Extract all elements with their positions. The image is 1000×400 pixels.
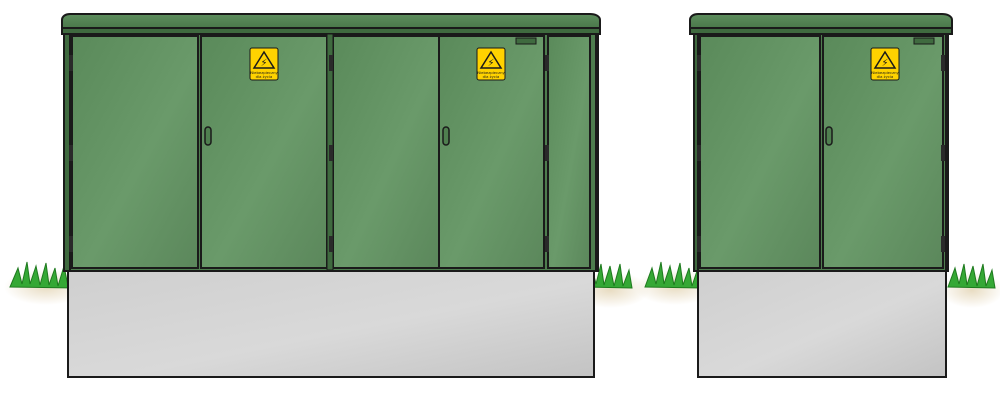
large-cabinet-door-5[interactable] — [547, 35, 591, 269]
small-cabinet-door-1[interactable] — [699, 35, 821, 269]
grass-tuft-right-small — [940, 263, 1000, 308]
small-cabinet-handle[interactable] — [825, 126, 833, 146]
warning-sign-symbol: ⚡ — [881, 58, 888, 69]
large-cabinet-door-1[interactable] — [71, 35, 199, 269]
small-cabinet-base — [697, 269, 947, 378]
grass-tuft-left-small — [635, 261, 715, 305]
large-cabinet-door-3[interactable] — [332, 35, 440, 269]
small-cabinet: ⚡ Niebezpieczny dla życia — [689, 13, 953, 378]
large-cabinet-handle-left[interactable] — [204, 126, 212, 146]
small-cabinet-lock-plate — [913, 37, 935, 45]
large-cabinet-hinges — [69, 55, 549, 252]
warning-sign-line2: dla życia — [256, 74, 273, 79]
warning-sign-line1: Niebezpieczny — [477, 70, 505, 75]
warning-sign-large-right: ⚡ Niebezpieczny dla życia — [476, 47, 506, 81]
warning-sign-line1: Niebezpieczny — [871, 70, 899, 75]
large-cabinet-lock-plate-right — [515, 37, 537, 45]
warning-sign-line2: dla życia — [483, 74, 500, 79]
warning-sign-line2: dla życia — [877, 74, 894, 79]
warning-sign-large-left: ⚡ Niebezpieczny dla życia — [249, 47, 279, 81]
large-cabinet-door-4[interactable] — [438, 35, 545, 269]
warning-sign-symbol: ⚡ — [487, 58, 494, 69]
large-cabinet-base — [67, 269, 595, 378]
large-cabinet-roof — [61, 13, 601, 29]
large-cabinet-handle-right[interactable] — [442, 126, 450, 146]
small-cabinet-hinges — [697, 55, 945, 252]
warning-sign-small: ⚡ Niebezpieczny dla życia — [870, 47, 900, 81]
large-cabinet: ⚡ Niebezpieczny dla życia ⚡ Niebezpieczn… — [61, 13, 601, 378]
small-cabinet-roof — [689, 13, 953, 29]
warning-sign-line1: Niebezpieczny — [250, 70, 278, 75]
warning-sign-symbol: ⚡ — [260, 58, 267, 69]
